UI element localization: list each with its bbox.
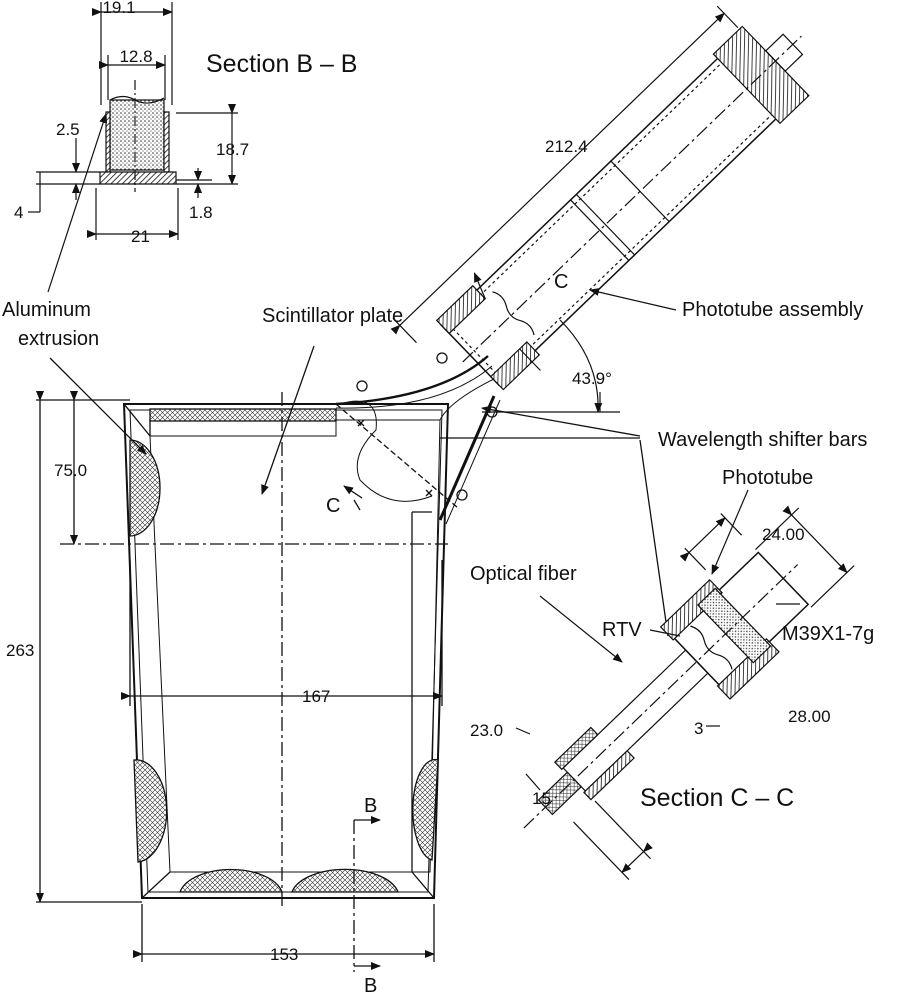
phototube-assembly-drawing [390,5,810,391]
label-optical-fiber: Optical fiber [470,563,577,585]
marker-b-top: B [364,795,377,817]
label-scintillator-plate: Scintillator plate [262,305,403,327]
dim-153-label: 153 [270,945,298,964]
dim-19-1-label: 19.1 [102,0,135,17]
label-rtv: RTV [602,619,642,641]
marker-b-bottom: B [364,975,377,994]
dim-1-8-label: 1.8 [189,203,213,222]
section-cc-title: Section C – C [640,784,794,812]
label-phototube: Phototube [722,467,813,489]
dim-263-label: 263 [6,641,34,660]
label-phototube-assembly: Phototube assembly [682,299,863,321]
section-cc-drawing [523,505,855,880]
dim-24-label: 24.00 [762,525,805,544]
label-extrusion: extrusion [18,328,99,350]
dim-15-label: 15 [532,789,551,808]
dim-212-4-label: 212.4 [545,137,588,156]
angle-dimension [482,288,677,413]
dim-75-label: 75.0 [54,461,87,480]
dim-167-label: 167 [302,687,330,706]
dim-21-label: 21 [131,227,150,246]
dim-2-5-label: 2.5 [56,120,80,139]
section-bb-title: Section B – B [206,50,357,78]
dim-18-7-label: 18.7 [216,140,249,159]
label-wavelength-shifter-bars: Wavelength shifter bars [658,429,867,451]
dim-12-8-label: 12.8 [119,47,152,66]
dim-23-label: 23.0 [470,721,503,740]
marker-c-upper: C [554,271,568,293]
marker-c-lower: C [326,495,340,517]
section-bb-drawing [28,2,238,293]
label-m39: M39X1-7g [782,623,874,645]
scintillator-plate-drawing [36,345,669,972]
dim-3-label: 3 [694,719,703,738]
dim-28-label: 28.00 [788,707,831,726]
dim-43-9-label: 43.9° [572,369,612,388]
section-cc-leaders [515,489,800,791]
label-aluminum: Aluminum [2,299,91,321]
dim-4-label: 4 [14,203,23,222]
